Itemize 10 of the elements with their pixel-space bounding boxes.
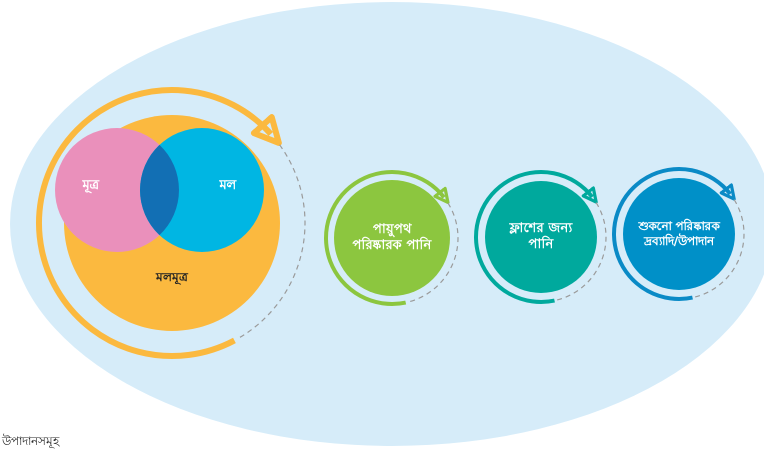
circle-shape	[485, 181, 597, 293]
circle-shape	[623, 178, 735, 290]
caption-text: উপাদানসমূহ	[2, 432, 59, 450]
circle-label: পায়ুপথ পরিষ্কারক পানি	[352, 222, 433, 254]
circle-label: ফ্লাশের জন্য পানি	[508, 220, 574, 254]
circle-label: মল	[218, 178, 238, 194]
circle-label: মলমূত্র	[154, 270, 190, 284]
circle-label: শুকনো পরিষ্কারক দ্রব্যাদি/উপাদান	[637, 219, 722, 249]
circle-shape	[334, 180, 450, 296]
circle-label: মূত্র	[81, 178, 100, 194]
